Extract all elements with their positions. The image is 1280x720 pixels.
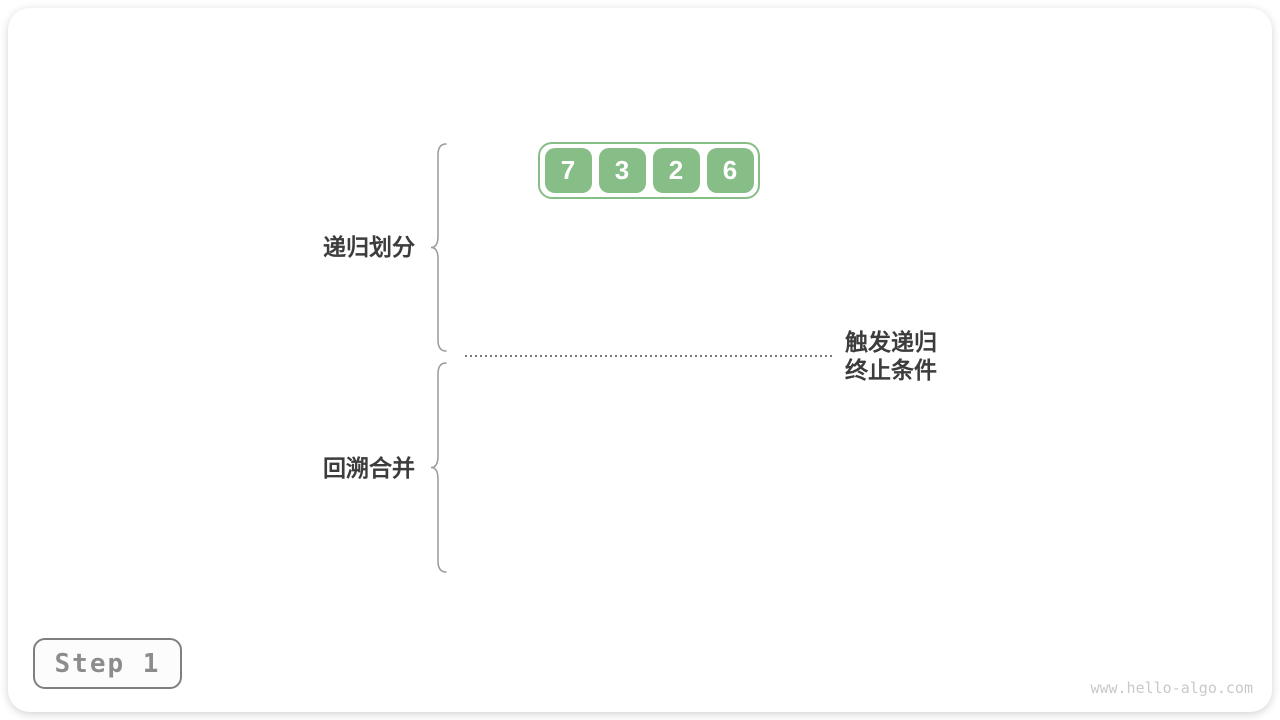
watermark: www.hello-algo.com	[1090, 679, 1253, 697]
merge-phase-label: 回溯合并	[323, 455, 415, 481]
array-cell: 2	[652, 148, 700, 193]
termination-annotation: 触发递归 终止条件	[845, 328, 937, 384]
divide-phase-label: 递归划分	[323, 234, 415, 260]
step-badge: Step 1	[33, 638, 182, 689]
divide-phase-brace	[430, 143, 447, 352]
array-cell: 3	[598, 148, 646, 193]
array-cell: 7	[544, 148, 592, 193]
termination-dotted-line	[465, 355, 833, 357]
diagram-card: 7 3 2 6 递归划分 回溯合并 触发递归 终止条件 Step 1 www.h…	[8, 8, 1272, 712]
annotation-line-1: 触发递归	[845, 329, 937, 355]
array-cell: 6	[706, 148, 754, 193]
array-container: 7 3 2 6	[538, 142, 760, 199]
annotation-line-2: 终止条件	[845, 357, 937, 383]
merge-phase-brace	[430, 362, 447, 573]
